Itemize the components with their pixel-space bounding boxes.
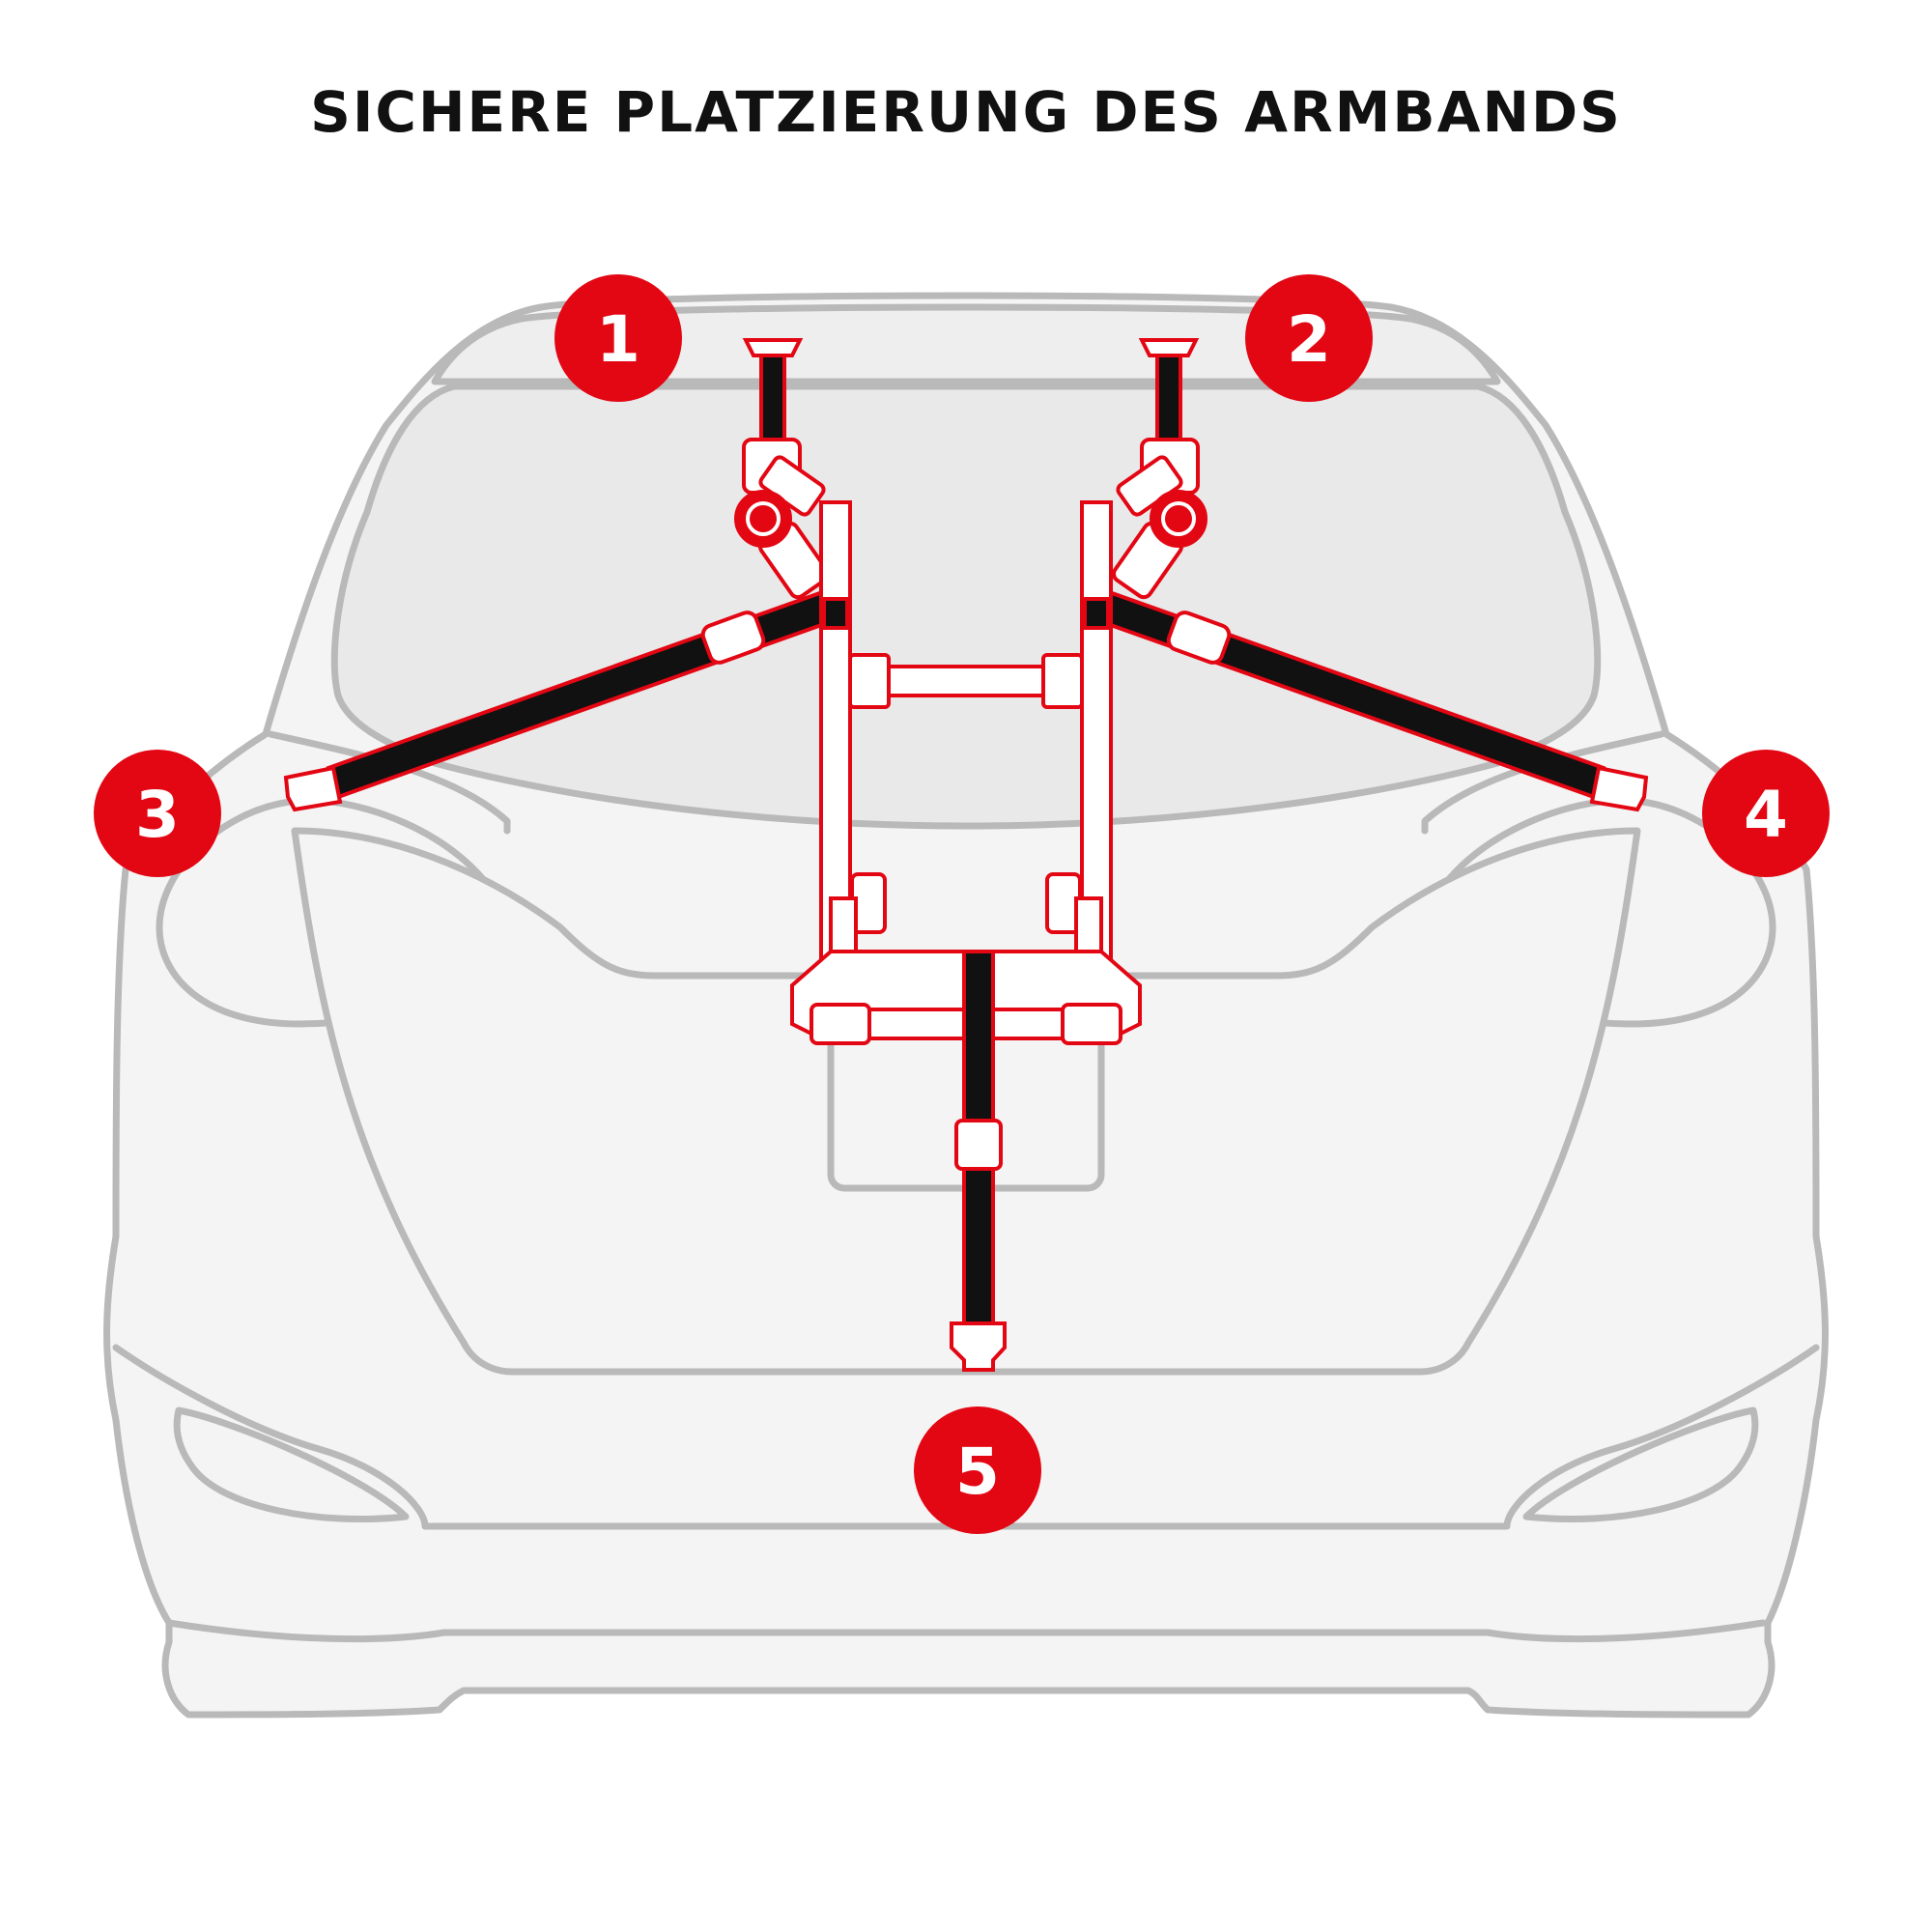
badge-4: 4	[1702, 750, 1830, 877]
bike-rack-icon	[283, 338, 1649, 1372]
badge-5-label: 5	[955, 1435, 1000, 1509]
right-clamp	[1112, 438, 1208, 600]
badge-2: 2	[1245, 274, 1373, 402]
left-reflector	[173, 1406, 410, 1523]
left-clamp	[734, 438, 830, 600]
badge-1: 1	[554, 274, 682, 402]
page-title: SICHERE PLATZIERUNG DES ARMBANDS	[310, 79, 1622, 145]
badge-1-label: 1	[596, 302, 640, 377]
strap-4	[1089, 586, 1649, 812]
badge-4-label: 4	[1744, 778, 1788, 852]
badge-5-circle	[914, 1406, 1041, 1534]
rear-window	[330, 383, 1602, 830]
strap-5	[950, 950, 1007, 1372]
badge-2-circle	[1245, 274, 1373, 402]
badge-2-label: 2	[1287, 302, 1331, 377]
car-roof	[431, 303, 1501, 385]
strap-3	[283, 586, 843, 812]
badge-5: 5	[914, 1406, 1041, 1534]
badge-1-circle	[554, 274, 682, 402]
lower-valance	[165, 1619, 1767, 1643]
badge-3: 3	[94, 750, 221, 877]
badge-3-label: 3	[135, 778, 180, 852]
badge-4-circle	[1702, 750, 1830, 877]
badge-3-circle	[94, 750, 221, 877]
right-reflector	[1522, 1406, 1759, 1523]
